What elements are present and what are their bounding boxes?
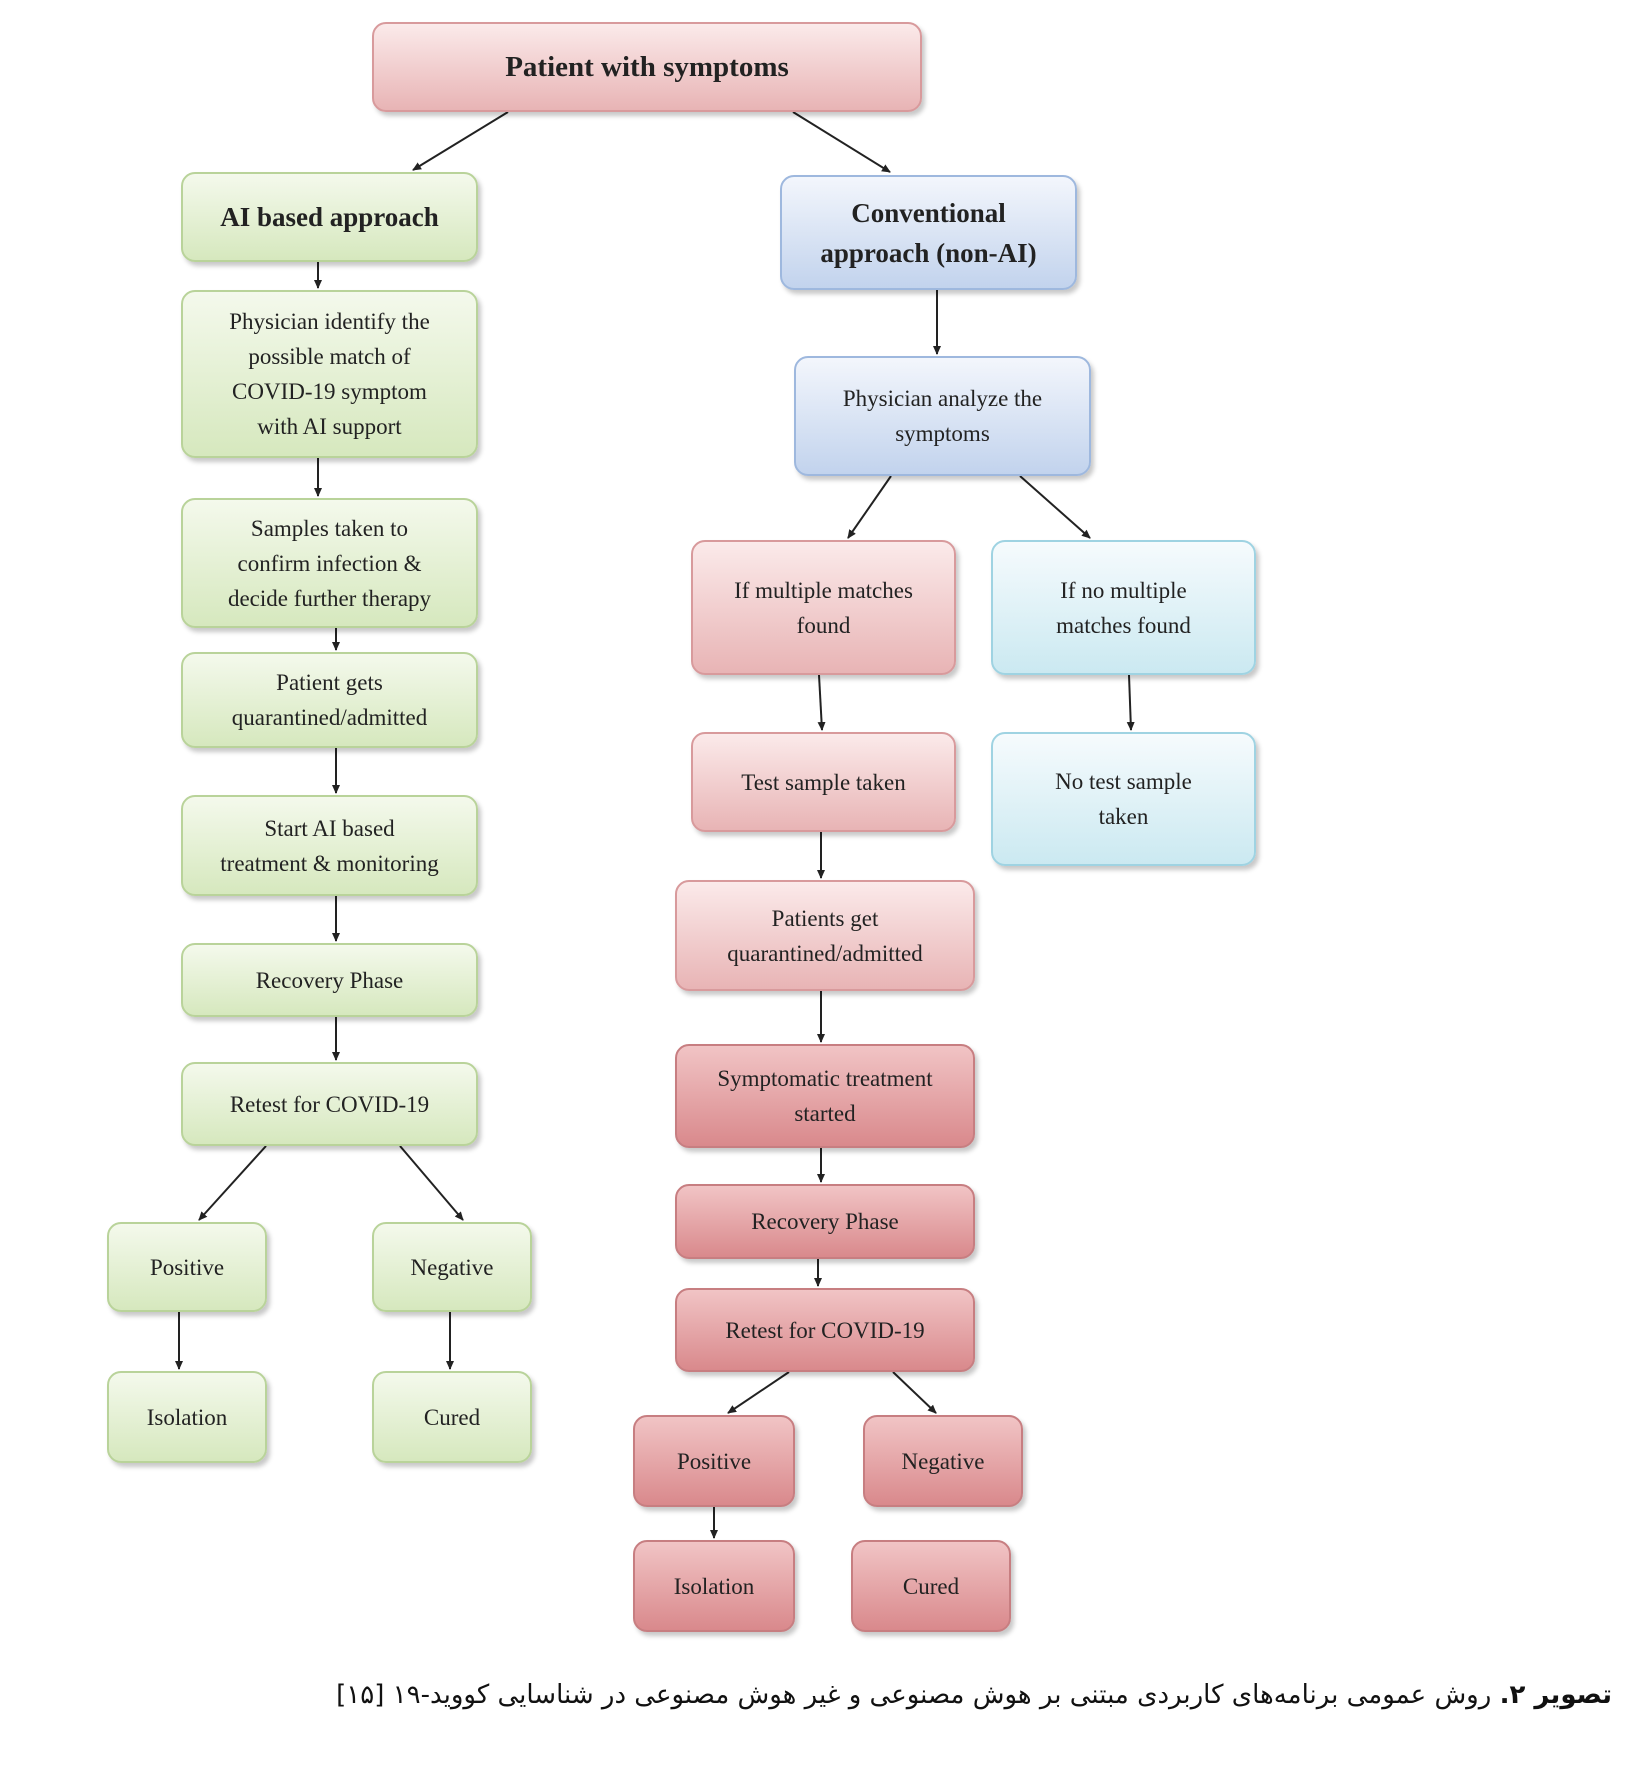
node-ai-step6: Retest for COVID-19 (181, 1062, 478, 1146)
node-conv-analyze: Physician analyze the symptoms (794, 356, 1091, 476)
node-conv-positive: Positive (633, 1415, 795, 1507)
arrow-conv-retest-to-negative (892, 1371, 937, 1414)
node-root: Patient with symptoms (372, 22, 922, 112)
node-conv-retest-label: Retest for COVID-19 (725, 1317, 925, 1343)
node-ai-step6-label: Retest for COVID-19 (229, 1091, 430, 1117)
node-ai-cured-label: Cured (423, 1404, 481, 1430)
node-conv-retest: Retest for COVID-19 (675, 1288, 975, 1372)
node-conv-notest: No test sample taken (991, 732, 1256, 866)
node-ai-step5: Recovery Phase (181, 943, 478, 1017)
node-ai-negative-label: Negative (410, 1254, 494, 1280)
node-conv-treatment: Symptomatic treatment started (675, 1044, 975, 1148)
node-ai-step3: Patient gets quarantined/admitted (181, 652, 478, 748)
node-conv-recovery: Recovery Phase (675, 1184, 975, 1259)
node-ai-step2-label: Samples taken to confirm infection & dec… (227, 515, 432, 611)
node-conv-nomulti: If no multiple matches found (991, 540, 1256, 675)
node-ai-step1: Physician identify the possible match of… (181, 290, 478, 458)
node-ai-positive: Positive (107, 1222, 267, 1312)
node-conv-test: Test sample taken (691, 732, 956, 832)
figure-caption: تصویر ۲. روش عمومی برنامه‌های کاربردی مب… (112, 1680, 1612, 1710)
figure-caption-label: تصویر ۲. (1499, 1680, 1612, 1710)
node-conv-cured: Cured (851, 1540, 1011, 1632)
node-ai-step3-label: Patient gets quarantined/admitted (231, 670, 428, 730)
node-conv-multi-label: If multiple matches found (734, 577, 913, 638)
node-conv-positive-label: Positive (676, 1448, 752, 1474)
node-ai-negative: Negative (372, 1222, 532, 1312)
arrow-conv-analyze-to-multi (847, 475, 892, 539)
node-conv-quarantine: Patients get quarantined/admitted (675, 880, 975, 991)
arrow-root-to-ai (412, 111, 509, 171)
arrow-conv-retest-to-positive (727, 1371, 790, 1414)
node-ai-title: AI based approach (181, 172, 478, 262)
node-ai-isolation: Isolation (107, 1371, 267, 1463)
node-conv-title-label: Conventional approach (non-AI) (820, 197, 1037, 268)
node-conv-multi: If multiple matches found (691, 540, 956, 675)
arrow-conv-multi-to-test (817, 674, 826, 731)
node-root-label: Patient with symptoms (505, 50, 789, 83)
arrow-conv-analyze-to-nomulti (1019, 475, 1091, 539)
node-ai-step4-label: Start AI based treatment & monitoring (220, 815, 439, 876)
node-ai-step4: Start AI based treatment & monitoring (181, 795, 478, 896)
node-ai-title-label: AI based approach (220, 202, 439, 232)
figure-caption-text: روش عمومی برنامه‌های کاربردی مبتنی بر هو… (336, 1680, 1500, 1710)
arrow-root-to-conv (792, 111, 891, 173)
node-ai-cured: Cured (372, 1371, 532, 1463)
node-ai-step2: Samples taken to confirm infection & dec… (181, 498, 478, 628)
node-conv-negative: Negative (863, 1415, 1023, 1507)
node-conv-isolation-label: Isolation (673, 1573, 755, 1599)
node-conv-negative-label: Negative (901, 1448, 985, 1474)
node-conv-notest-label: No test sample taken (1055, 769, 1192, 829)
node-ai-positive-label: Positive (149, 1254, 225, 1280)
arrow-ai-step6-to-positive (198, 1145, 267, 1221)
node-conv-recovery-label: Recovery Phase (751, 1209, 899, 1234)
node-conv-isolation: Isolation (633, 1540, 795, 1632)
node-conv-cured-label: Cured (902, 1573, 960, 1599)
node-ai-step1-label: Physician identify the possible match of… (229, 309, 430, 439)
node-conv-analyze-label: Physician analyze the symptoms (842, 386, 1043, 446)
node-conv-treatment-label: Symptomatic treatment started (717, 1066, 933, 1126)
node-conv-test-label: Test sample taken (741, 769, 906, 795)
node-conv-nomulti-label: If no multiple matches found (1056, 577, 1191, 638)
node-ai-step5-label: Recovery Phase (255, 967, 404, 993)
node-ai-isolation-label: Isolation (146, 1404, 228, 1430)
arrow-ai-step6-to-negative (399, 1145, 464, 1221)
arrow-conv-nomulti-to-notest (1126, 674, 1135, 731)
node-conv-title: Conventional approach (non-AI) (780, 175, 1077, 290)
node-conv-quarantine-label: Patients get quarantined/admitted (727, 905, 923, 966)
